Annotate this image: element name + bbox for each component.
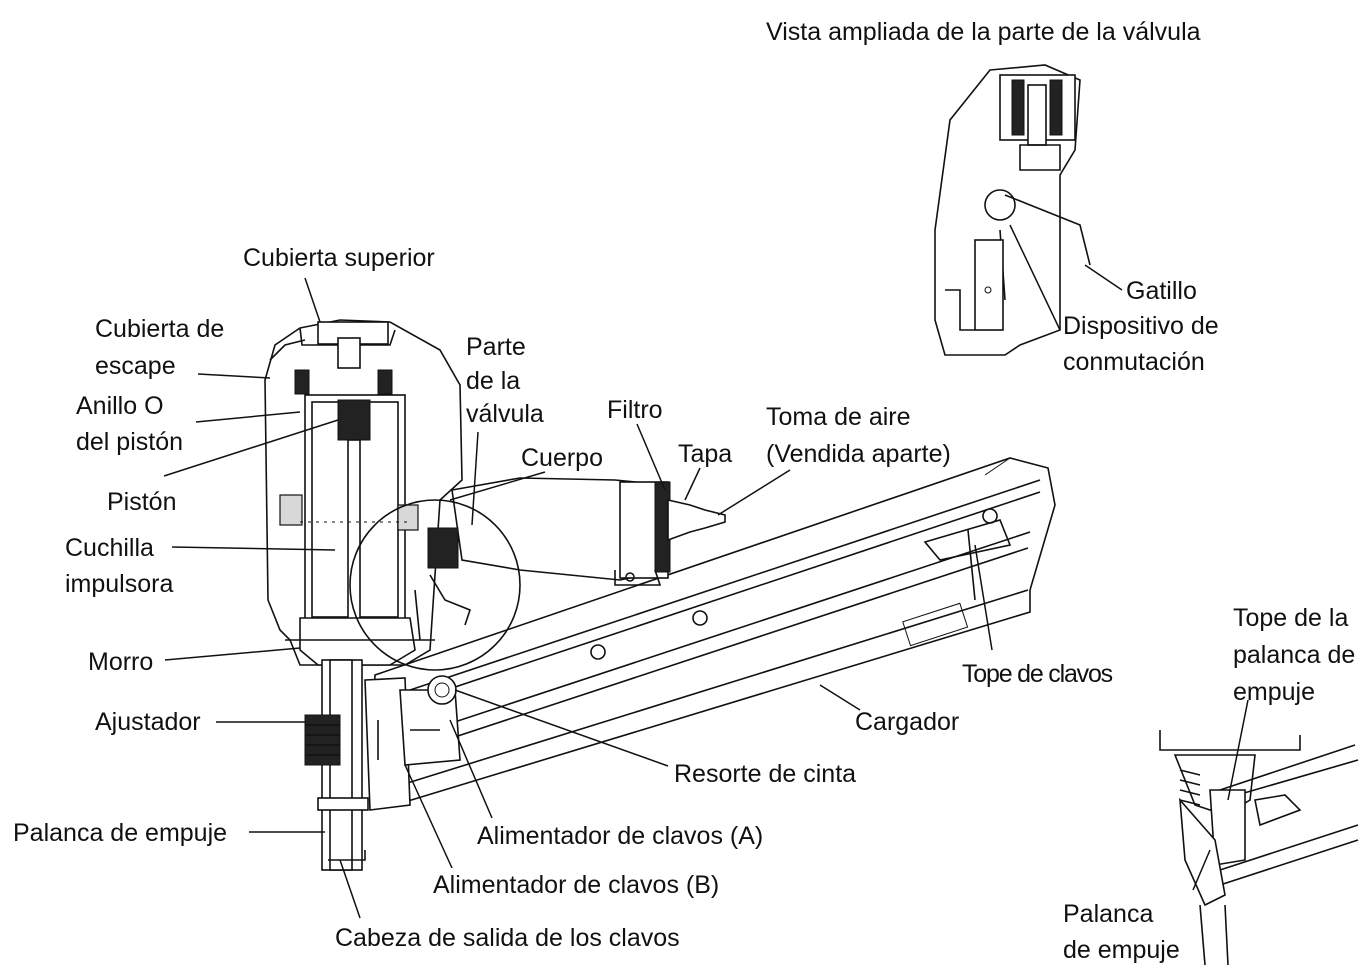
label-piston-oring-line1: Anillo O — [76, 392, 164, 420]
label-nail-feeder-b: Alimentador de clavos (B) — [433, 871, 719, 899]
label-valve-part-line2: de la — [466, 367, 520, 395]
label-piston-oring-line2: del pistón — [76, 428, 183, 456]
label-driver-blade-line1: Cuchilla — [65, 534, 154, 562]
label-driver-blade-line2: impulsora — [65, 570, 173, 598]
label-tape-spring: Resorte de cinta — [674, 760, 856, 788]
label-air-plug-line1: Toma de aire — [766, 403, 911, 431]
label-valve-part-line1: Parte — [466, 333, 526, 361]
valve-drawing — [349, 499, 521, 671]
label-switch-device-line2: conmutación — [1063, 348, 1205, 376]
label-nose: Morro — [88, 648, 153, 676]
label-piston: Pistón — [107, 488, 176, 516]
nose-drawing — [304, 659, 461, 871]
label-valve-part-line3: válvula — [466, 400, 544, 428]
label-exhaust-cover-line2: escape — [95, 352, 176, 380]
label-nail-stopper: Tope de clavos — [962, 660, 1113, 688]
label-push-lever-detail-line2: de empuje — [1063, 936, 1180, 964]
label-nail-exit-head: Cabeza de salida de los clavos — [335, 924, 680, 952]
label-adjuster: Ajustador — [95, 708, 201, 736]
housing-drawing — [264, 319, 463, 666]
label-exhaust-cover-line1: Cubierta de — [95, 315, 224, 343]
label-filter: Filtro — [607, 396, 663, 424]
label-nail-feeder-a: Alimentador de clavos (A) — [477, 822, 763, 850]
labels: Vista ampliada de la parte de la válvula… — [13, 18, 1355, 964]
push-lever-detail-drawing — [1159, 730, 1359, 966]
label-enlarged-view: Vista ampliada de la parte de la válvula — [766, 18, 1201, 46]
body-drawing — [451, 477, 726, 586]
label-top-cover: Cubierta superior — [243, 244, 435, 272]
label-push-lever: Palanca de empuje — [13, 819, 227, 847]
label-cap: Tapa — [678, 440, 732, 468]
label-push-lever-detail-line1: Palanca — [1063, 900, 1153, 928]
label-air-plug-line2: (Vendida aparte) — [766, 440, 951, 468]
label-push-lever-stopper-line2: palanca de — [1233, 641, 1355, 669]
leader-lines — [163, 224, 1249, 919]
label-body: Cuerpo — [521, 444, 603, 472]
enlarged-valve-drawing — [934, 64, 1091, 356]
label-switch-device-line1: Dispositivo de — [1063, 312, 1219, 340]
label-push-lever-stopper-line1: Tope de la — [1233, 604, 1348, 632]
label-push-lever-stopper-line3: empuje — [1233, 678, 1315, 706]
label-trigger: Gatillo — [1126, 277, 1197, 305]
label-magazine: Cargador — [855, 708, 959, 736]
